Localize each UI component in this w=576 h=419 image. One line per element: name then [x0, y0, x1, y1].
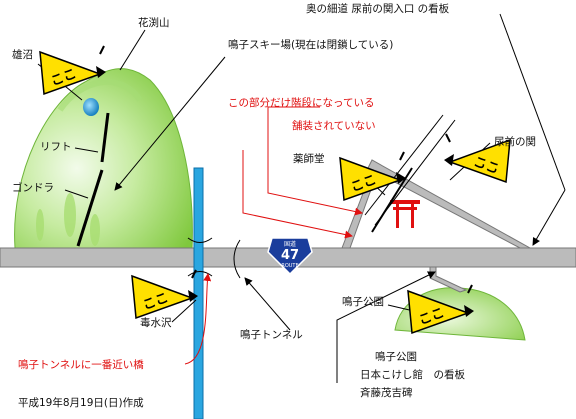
- label-kaidan-note: この部分だけ階段になっている: [228, 97, 375, 109]
- route-shield-bottom: ROUTE: [281, 263, 298, 269]
- leader-dokusuizawa: [171, 299, 197, 323]
- dokusuizawa-river: [193, 167, 204, 419]
- leader-kaidan: [267, 106, 363, 216]
- label-lift: リフト: [40, 141, 72, 153]
- route-shield-top: 国道: [284, 240, 296, 248]
- route-47-shield: [267, 237, 313, 276]
- bridge-mark: [187, 237, 213, 243]
- shitomae-road: [367, 159, 532, 249]
- leader-hanabuchi: [119, 29, 146, 71]
- leader-gondola: [64, 189, 89, 199]
- label-park-line3: 斉藤茂吉碑: [360, 387, 413, 399]
- label-hanabuchi: 花渕山: [138, 17, 170, 29]
- torii-icon: [390, 200, 420, 228]
- leader-lift: [74, 147, 99, 153]
- label-shitomae-seki: 尿前の関: [494, 136, 536, 148]
- leader-skiarea: [114, 56, 226, 191]
- leader-tunnel: [244, 277, 291, 331]
- label-park-line2: 日本こけし館 の看板: [360, 369, 465, 381]
- leader-hosomichi: [499, 13, 566, 191]
- label-onuma: 雄沼: [12, 49, 33, 61]
- tunnel-portal: [233, 239, 241, 279]
- label-narugo-ski: 鳴子スキー場(現在は閉鎖している): [228, 39, 394, 51]
- label-narugo-tunnel: 鳴子トンネル: [240, 329, 303, 341]
- stairs-line: [371, 167, 413, 233]
- onuma-pond: [83, 98, 99, 116]
- unpaved-path-ext: [364, 114, 444, 216]
- label-created-date: 平成19年8月19日(日)作成: [18, 397, 144, 409]
- route-shield-num: 47: [281, 248, 299, 263]
- leader-hosomichi2: [532, 189, 566, 246]
- leader-unpaved: [242, 150, 353, 239]
- label-closest-bridge: 鳴子トンネルに一番近い橋: [18, 359, 144, 371]
- leader-bridge: [184, 273, 212, 365]
- label-unpaved-note: 舗装されていない: [292, 120, 376, 132]
- label-dokusuizawa: 毒水沢: [140, 317, 172, 329]
- leader-park-sign: [336, 271, 436, 383]
- label-gondola: ゴンドラ: [12, 182, 54, 194]
- label-park-line1: 鳴子公園: [375, 351, 417, 363]
- label-hosomichi-sign: 奥の細道 尿前の関入口 の看板: [306, 3, 450, 15]
- label-yakushido: 薬師堂: [293, 153, 325, 165]
- lift-line: [100, 112, 110, 163]
- unpaved-path: [374, 119, 456, 226]
- gondola-line: [76, 169, 104, 247]
- label-narugo-park: 鳴子公園: [342, 296, 384, 308]
